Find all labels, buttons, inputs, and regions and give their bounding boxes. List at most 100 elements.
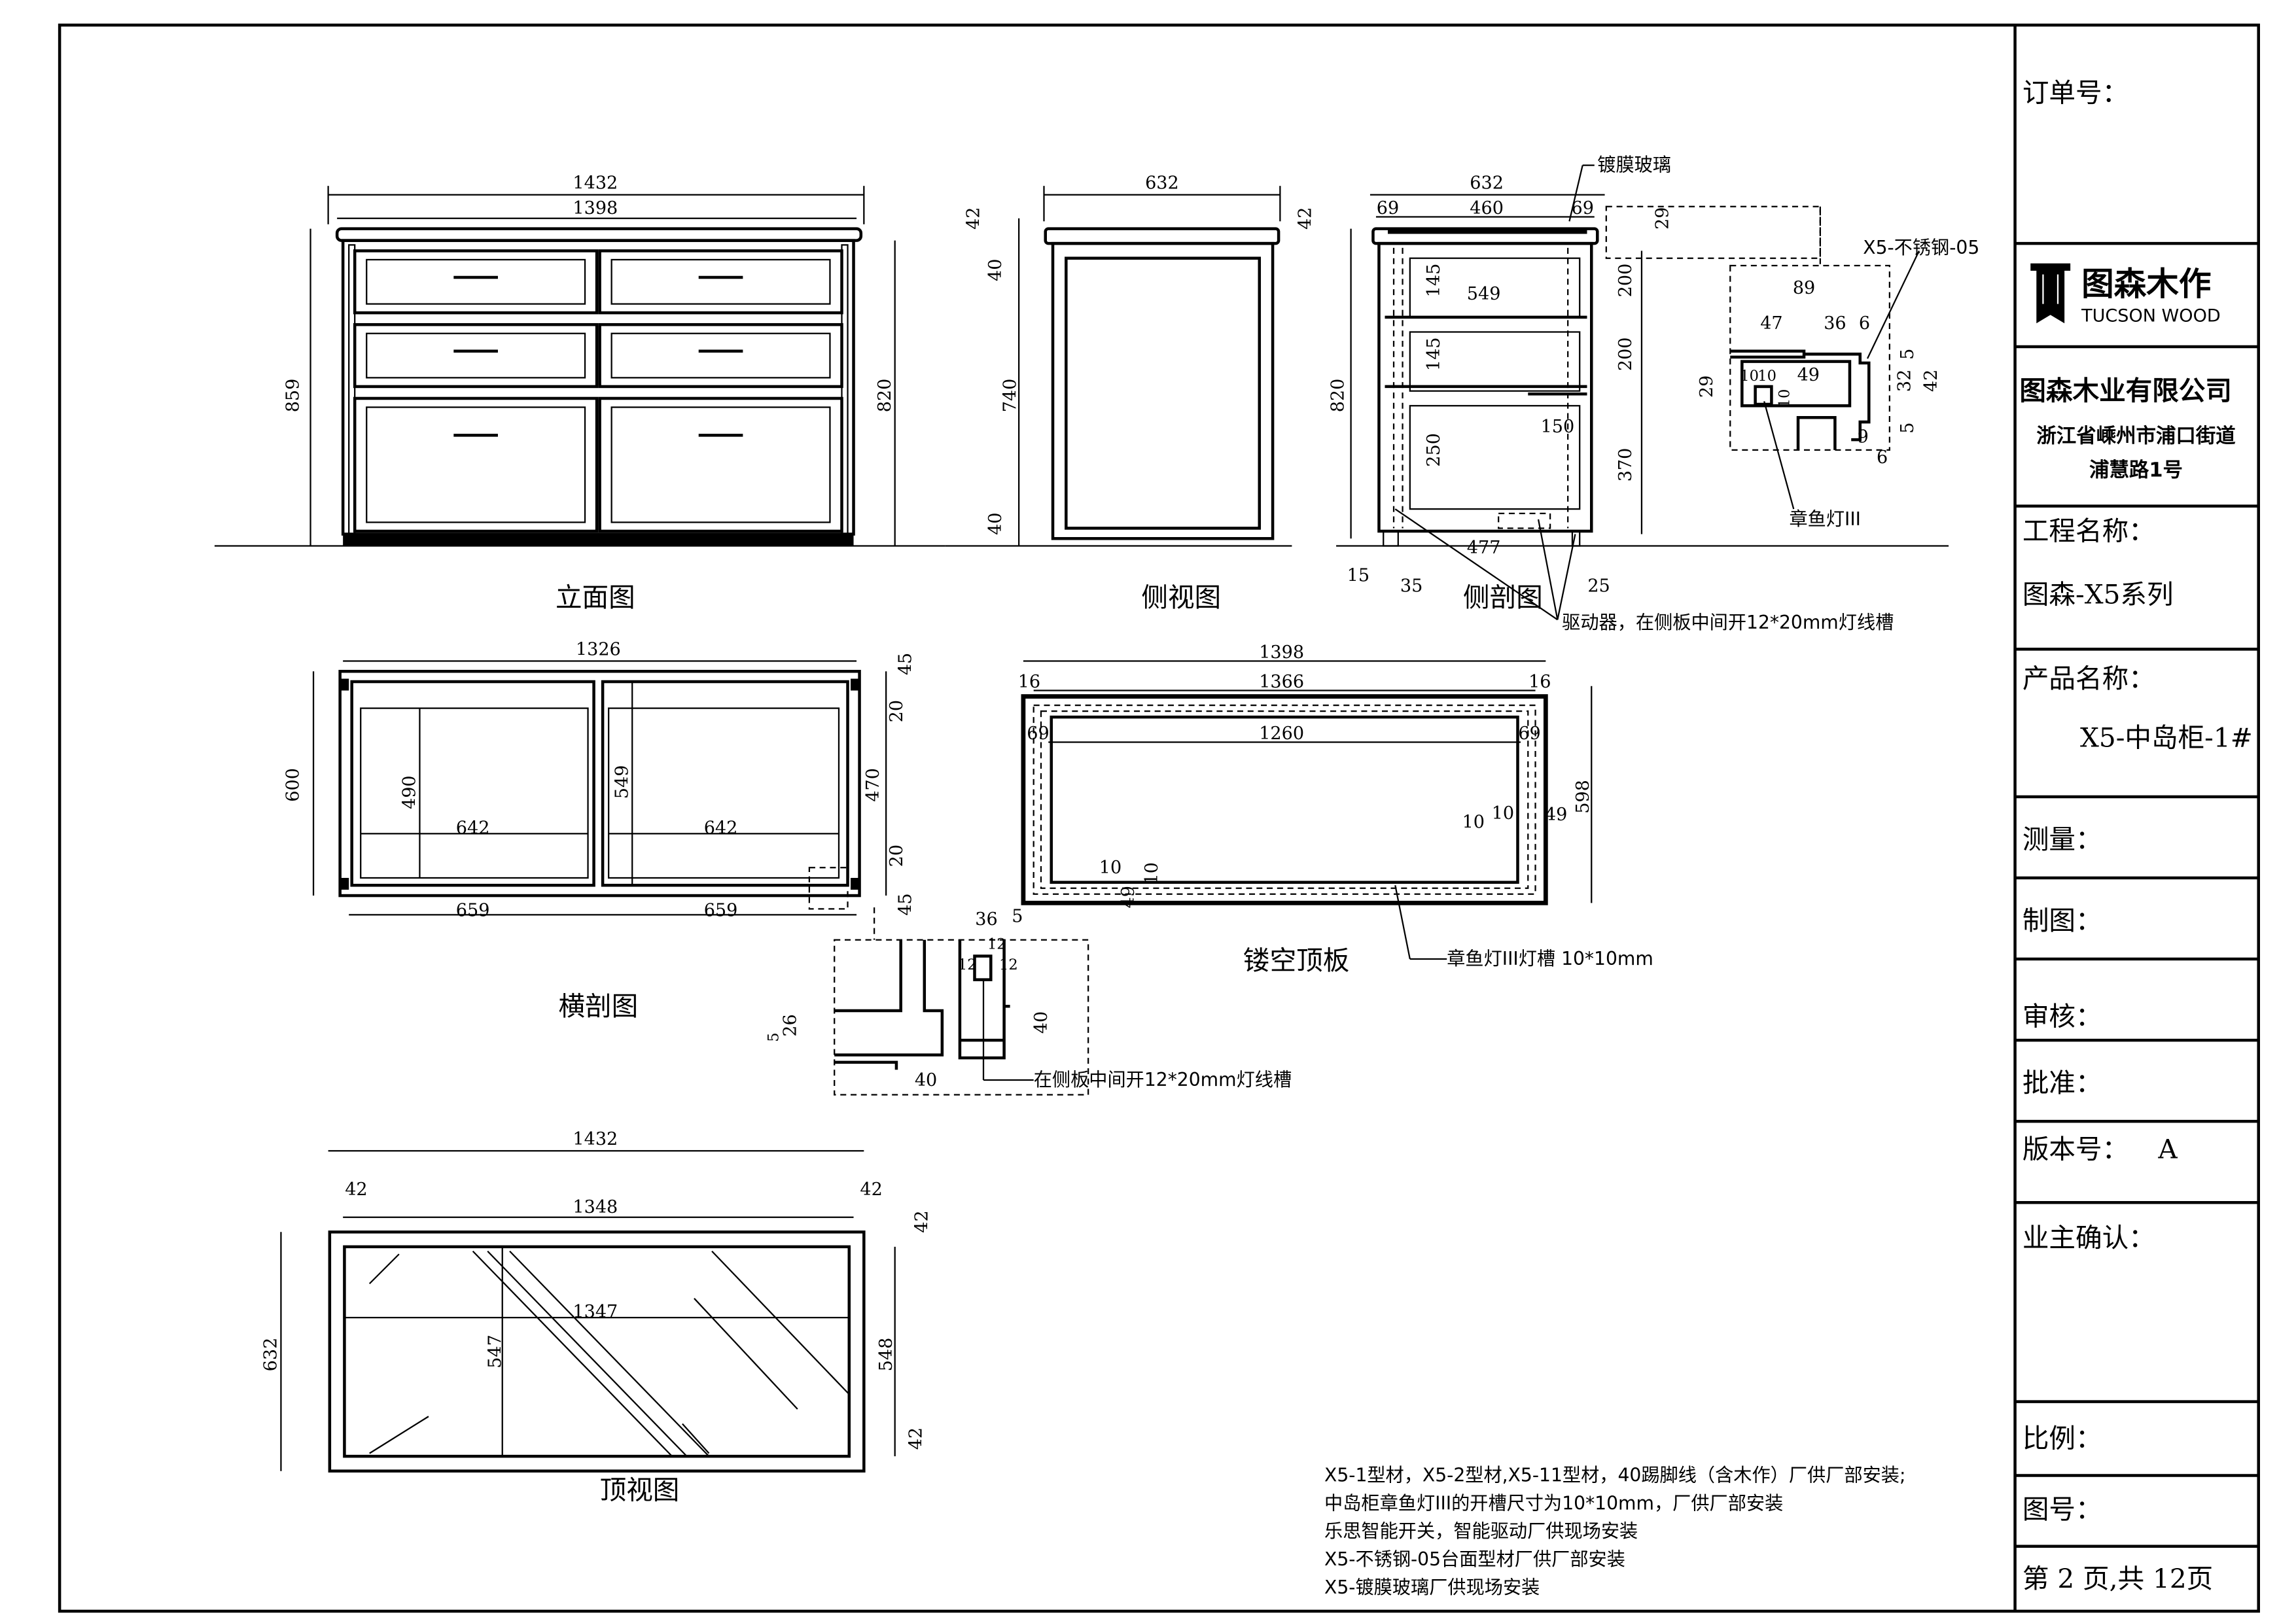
dimension-label: 29 [1653,207,1673,230]
dimension-label: 69 [1377,198,1399,218]
drawing-no-label: 图号： [2022,1493,2102,1525]
dimension-label: 36 [1824,313,1846,334]
project-value: 图森-X5系列 [2022,578,2174,610]
dimension-label: 632 [1145,173,1179,194]
review-label: 审核： [2022,1001,2102,1032]
dimension-label: 820 [1328,379,1348,413]
company-address-2: 浦慧路1号 [2089,459,2183,482]
hollow-top-view: 1398 16 1366 16 69 1260 69 10 10 49 598 … [1018,642,1653,976]
sheet-border [58,24,2260,1613]
dimension-label: 26 [781,1014,801,1036]
dimension-label: 29 [1697,375,1717,398]
dimension-label: 10 [1776,389,1793,408]
dimension-label: 40 [1031,1011,1051,1034]
approve-label: 批准： [2022,1067,2102,1098]
dimension-label: 16 [1018,672,1040,692]
dimension-label: 820 [875,379,895,413]
slot-note: 在侧板中间开12*20mm灯线槽 [1034,1069,1292,1091]
dimension-label: 42 [963,207,983,230]
dimension-label: 547 [485,1335,505,1369]
dimension-label: 370 [1616,448,1636,482]
page-info: 第 2 页,共 12页 [2022,1563,2213,1594]
dimension-label: 1347 [573,1302,618,1322]
dimension-label: 470 [863,768,883,802]
hollow-top-title: 镂空顶板 [1243,945,1349,976]
cross-section-view: 1326 600 45 20 470 20 45 490 549 642 642… [283,639,915,1021]
dimension-label: 200 [1616,264,1636,298]
dimension-label: 42 [345,1179,367,1200]
project-label: 工程名称： [2022,515,2155,546]
dimension-label: 642 [704,818,738,838]
dimension-label: 9 [1858,427,1869,447]
dimension-label: 40 [985,259,1006,281]
dimension-label: 10 [1492,803,1514,824]
dimension-label: 740 [1000,379,1021,413]
steel-profile-label: X5-不锈钢-05 [1863,237,1979,258]
measure-label: 测量： [2022,824,2102,855]
dimension-label: 1398 [573,198,618,218]
dimension-label: 36 [975,909,997,930]
dimension-label: 6 [1859,313,1870,334]
dimension-label: 549 [1467,284,1501,304]
dimension-label: 20 [887,845,907,867]
dimension-label: 42 [1921,370,1941,392]
elevation-view: 1432 1398 859 820 立面图 [214,173,945,613]
dimension-label: 42 [1296,207,1316,230]
dimension-label: 250 [1424,433,1444,467]
dimension-label: 1326 [576,639,621,659]
dimension-label: 35 [1400,576,1422,596]
dimension-label: 69 [1027,724,1049,744]
dimension-label: 859 [283,379,303,413]
dimension-label: 1398 [1259,642,1304,663]
side-section-view: 镀膜玻璃 6 32 69 460 69 42 820 29 145 549 200… [1296,154,1949,633]
cross-section-title: 横剖图 [558,990,638,1022]
dimension-label: 49 [1118,886,1139,908]
elevation-title: 立面图 [556,582,635,613]
dimension-label: 89 [1793,278,1815,298]
dimension-label: 69 [1518,724,1540,744]
dimension-label: 659 [704,901,738,921]
glass-label: 镀膜玻璃 [1597,154,1671,176]
dimension-label: 12 [987,935,1006,952]
top-view: 1432 42 1348 42 42 632 1347 547 548 42 顶… [261,1129,932,1505]
side-view: 632 42 40 740 40 侧视图 [945,173,1292,613]
dimension-label: 632 [261,1338,281,1372]
note-line: X5-镀膜玻璃厂供现场安装 [1324,1577,1540,1598]
dimension-label: 45 [895,893,915,915]
note-line: 乐思智能开关，智能驱动厂供现场安装 [1324,1520,1638,1542]
version-label: 版本号： [2022,1134,2128,1165]
drawn-label: 制图： [2022,905,2102,936]
dimension-label: 150 [1541,417,1575,437]
dimension-label: 145 [1424,264,1444,298]
title-block-rows [2015,241,2259,1548]
dimension-label: 69 [1572,198,1594,218]
octopus-light-label: 章鱼灯III [1789,508,1861,530]
dimension-label: 25 [1587,576,1610,596]
dimension-label: 32 [1894,370,1915,392]
side-title: 侧视图 [1141,582,1221,613]
dimension-label: 16 [1528,672,1551,692]
dimension-label: 10 [1142,862,1162,884]
note-line: 中岛柜章鱼灯III的开槽尺寸为10*10mm，厂供厂部安装 [1324,1492,1783,1514]
dimension-label: 642 [456,818,490,838]
driver-note: 驱动器，在侧板中间开12*20mm灯线槽 [1562,612,1894,633]
dimension-label: 460 [1470,198,1504,218]
company-address-1: 浙江省嵊州市浦口街道 [2036,425,2236,448]
product-value: X5-中岛柜-1# [2080,722,2253,753]
dimension-label: 10 [1099,858,1122,878]
scale-label: 比例： [2022,1423,2102,1454]
dimension-label: 42 [860,1179,882,1200]
groove-note: 章鱼灯III灯槽 10*10mm [1447,948,1653,969]
slot-detail: 36 5 12 12 12 40 26 5 40 在侧板中间开12*20mm灯线… [766,907,1292,1096]
dimension-label: 600 [283,768,303,802]
dimension-label: 5 [1898,422,1918,433]
version-value: A [2157,1134,2178,1165]
dimension-label: 477 [1467,538,1501,558]
dimension-label: 15 [1347,566,1369,586]
dimension-label: 42 [911,1210,932,1232]
dimension-label: 49 [1545,805,1567,825]
dimension-label: 5 [1012,907,1023,927]
dimension-label: 1432 [573,173,618,194]
dimension-label: 659 [456,901,490,921]
